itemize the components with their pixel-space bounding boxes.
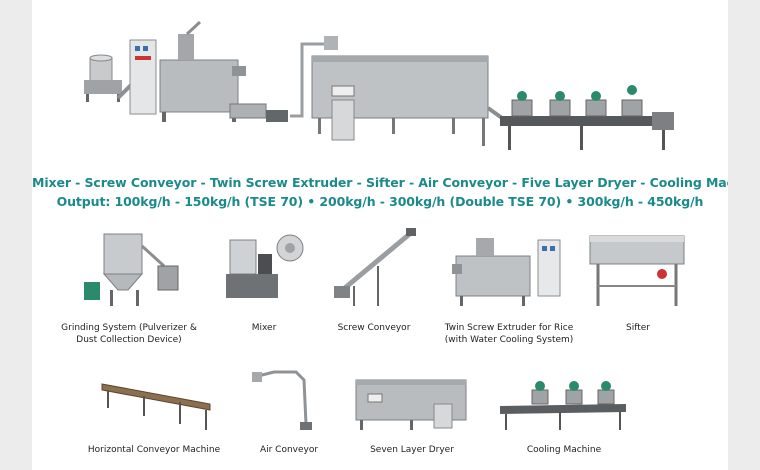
horizontal-conveyor-caption: Horizontal Conveyor Machine xyxy=(87,445,221,455)
horizontal-conveyor-image xyxy=(101,383,211,430)
mixer-caption: Mixer xyxy=(251,323,277,333)
screw-conveyor-caption: Screw Conveyor xyxy=(337,323,411,333)
screw-conveyor-image xyxy=(334,228,416,306)
output-capacity-heading: Output: 100kg/h - 150kg/h (TSE 70) • 200… xyxy=(56,194,704,209)
machine-cooling: Cooling Machine xyxy=(494,364,634,464)
machine-mixer: Mixer xyxy=(214,226,314,354)
grinding-system-caption-2: Dust Collection Device) xyxy=(76,335,182,345)
machine-screw-conveyor: Screw Conveyor xyxy=(324,226,424,354)
machine-sequence-heading: Mixer - Screw Conveyor - Twin Screw Extr… xyxy=(32,175,728,190)
line-extruder xyxy=(159,20,246,122)
twin-screw-extruder-image xyxy=(452,238,561,306)
sifter-image xyxy=(589,235,685,306)
product-page: Mixer - Screw Conveyor - Twin Screw Extr… xyxy=(32,0,728,470)
machine-twin-screw-extruder: Twin Screw Extruder for Rice (with Water… xyxy=(434,226,584,354)
seven-layer-dryer-image xyxy=(355,379,467,430)
air-conveyor-caption: Air Conveyor xyxy=(259,445,319,455)
cooling-machine-caption: Cooling Machine xyxy=(526,445,602,455)
line-mixer xyxy=(84,54,122,102)
line-dryer xyxy=(311,55,504,146)
machine-sifter: Sifter xyxy=(584,226,692,354)
machine-horizontal-conveyor: Horizontal Conveyor Machine xyxy=(84,364,224,464)
production-line-illustration xyxy=(84,20,674,150)
machine-seven-layer-dryer: Seven Layer Dryer xyxy=(350,364,474,464)
seven-layer-dryer-caption: Seven Layer Dryer xyxy=(370,445,454,455)
twin-screw-extruder-caption-2: (with Water Cooling System) xyxy=(444,335,574,345)
cooling-machine-image xyxy=(500,381,626,430)
air-conveyor-image xyxy=(252,370,312,430)
sifter-caption: Sifter xyxy=(626,323,650,333)
machine-grinding-system: Grinding System (Pulverizer & Dust Colle… xyxy=(54,226,204,354)
grinding-system-caption-1: Grinding System (Pulverizer & xyxy=(61,323,197,333)
twin-screw-extruder-caption-1: Twin Screw Extruder for Rice xyxy=(444,323,574,333)
machine-air-conveyor: Air Conveyor xyxy=(244,364,334,464)
line-control-cabinet xyxy=(129,39,157,115)
mixer-image xyxy=(226,234,304,298)
grinding-system-image xyxy=(84,233,179,306)
line-cooling xyxy=(500,85,674,150)
